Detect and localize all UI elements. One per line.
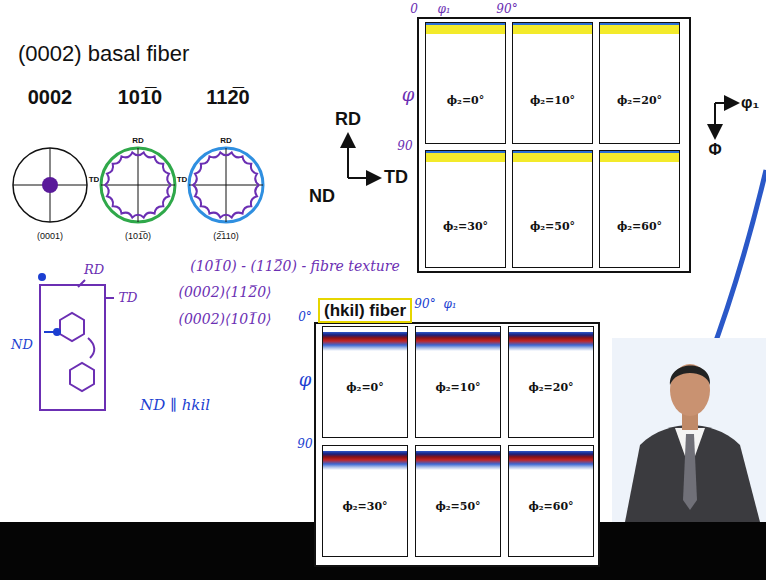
odf-section: ϕ₂=20°	[508, 326, 594, 438]
presenter	[612, 338, 766, 522]
section-label: ϕ₂=20°	[528, 381, 573, 394]
section-label: ϕ₂=0°	[346, 381, 384, 394]
hand-note: 90	[297, 438, 312, 451]
odf-section: ϕ₂=30°	[425, 150, 506, 268]
hand-note: φ₁	[437, 3, 450, 16]
axis-label: φ₁	[741, 94, 759, 112]
axis-arrow	[714, 103, 716, 136]
pole-caption: (101̅0)	[125, 232, 151, 242]
hand-note: RD	[84, 263, 104, 277]
hand-note: (0002)⟨101̅0⟩	[178, 312, 271, 327]
pole-title: 101̅0	[118, 86, 163, 108]
hand-note: φ	[299, 370, 312, 390]
odf-group: (hkil) fiber ϕ₂=0° ϕ₂=10° ϕ₂=20° ϕ₂=30° ϕ₂=50…	[315, 297, 600, 567]
axis-arrow	[347, 136, 349, 178]
hand-note: (0002)⟨112̅0⟩	[178, 285, 271, 300]
hand-sketch	[39, 274, 114, 410]
section-label: ϕ₂=30°	[443, 220, 488, 233]
section-label: ϕ₂=30°	[342, 500, 387, 513]
hand-note: (101̅0) - (112̅0) - fibre texture	[190, 259, 400, 274]
hand-note: φ₁	[443, 298, 456, 311]
odf-section: ϕ₂=60°	[599, 150, 680, 268]
odf-section: ϕ₂=30°	[322, 445, 408, 557]
pole-caption: (2̅110)	[213, 232, 238, 242]
hand-note: 0	[410, 3, 418, 16]
axis-label: TD	[89, 176, 100, 185]
odf-section: ϕ₂=50°	[415, 445, 501, 557]
hand-note: 0°	[298, 311, 312, 324]
axis-label: RD	[220, 137, 232, 146]
hand-note: ND	[11, 338, 33, 352]
odf-section: ϕ₂=0°	[425, 22, 506, 144]
section-label: ϕ₂=10°	[435, 381, 480, 394]
odf-section: ϕ₂=20°	[599, 22, 680, 144]
axis-label: ND	[309, 187, 335, 207]
odf-section: ϕ₂=10°	[415, 326, 501, 438]
odf-section: ϕ₂=10°	[512, 22, 593, 144]
hand-note: φ	[402, 85, 415, 105]
group-heading: (hkil) fiber	[318, 298, 412, 323]
pole-title: 0002	[28, 86, 73, 108]
slide-title: (0002) basal fiber	[18, 42, 189, 66]
odf-section: ϕ₂=60°	[508, 445, 594, 557]
hand-note: ND ∥ hkil	[140, 397, 210, 414]
axis-label: Φ	[708, 141, 721, 159]
odf-frame	[315, 323, 599, 566]
odf-frame	[418, 18, 690, 272]
pole-figures	[13, 148, 263, 222]
axis-label: TD	[177, 176, 188, 185]
axis-arrow	[715, 102, 736, 104]
pole-title: 112̅0	[206, 86, 249, 108]
section-label: ϕ₂=20°	[617, 94, 662, 107]
pole-caption: (0001)	[37, 232, 63, 242]
hand-note: 90°	[414, 298, 435, 311]
hand-note: TD	[118, 291, 137, 305]
section-label: ϕ₂=50°	[530, 220, 575, 233]
axis-arrow	[348, 177, 378, 179]
hand-note: 90°	[496, 3, 517, 16]
axis-label: RD	[335, 110, 361, 130]
axis-label: TD	[384, 168, 408, 188]
section-label: ϕ₂=0°	[447, 94, 485, 107]
section-label: ϕ₂=10°	[530, 94, 575, 107]
section-label: ϕ₂=60°	[528, 500, 573, 513]
section-label: ϕ₂=50°	[435, 500, 480, 513]
odf-section: ϕ₂=0°	[322, 326, 408, 438]
hand-note: 90	[397, 140, 412, 153]
odf-section: ϕ₂=50°	[512, 150, 593, 268]
axis-label: RD	[132, 137, 144, 146]
section-label: ϕ₂=60°	[617, 220, 662, 233]
